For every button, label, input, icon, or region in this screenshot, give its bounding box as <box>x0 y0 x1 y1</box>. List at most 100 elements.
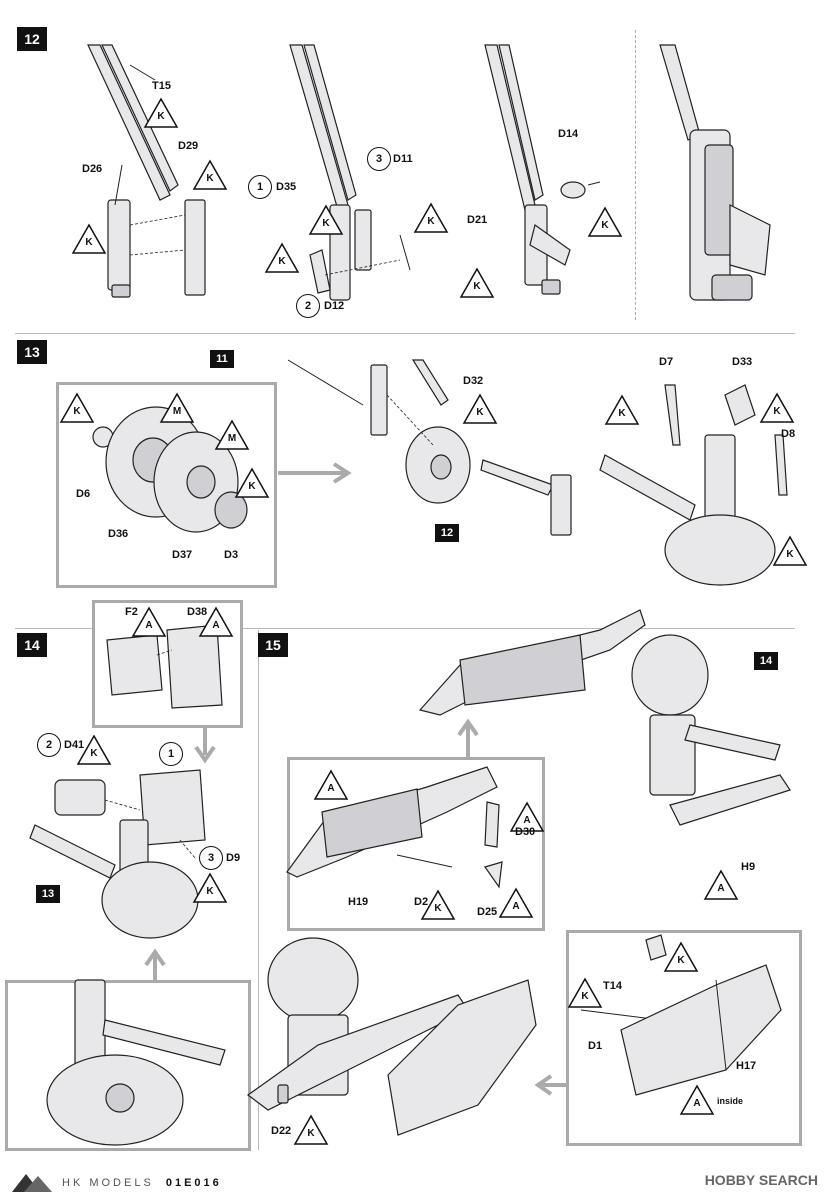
step-badge-14: 14 <box>17 633 47 657</box>
tri-a-icon: A <box>131 606 167 637</box>
tri-k-icon: K <box>413 202 449 233</box>
tri-a-icon: A <box>313 769 349 800</box>
tri-k-icon: K <box>71 223 107 254</box>
separator-vertical-14-15 <box>258 630 259 1150</box>
label-d29: D29 <box>178 140 199 152</box>
step14-assembly-illustration <box>29 769 206 939</box>
tri-k-icon: K <box>143 97 179 128</box>
tri-k-icon: K <box>759 392 795 423</box>
label-d37: D37 <box>172 549 193 561</box>
badge-11: 11 <box>210 350 234 368</box>
step15-cowl-illustration <box>580 934 782 1096</box>
step15-final-illustration <box>246 937 537 1136</box>
badge-13: 13 <box>36 885 60 903</box>
step13-assembled-illustration <box>599 384 788 586</box>
tri-k-icon: K <box>234 467 270 498</box>
separator-mid <box>15 628 795 629</box>
tri-k-icon: K <box>192 872 228 903</box>
label-d8: D8 <box>781 428 796 440</box>
tri-k-icon: K <box>76 734 112 765</box>
tri-k-icon: K <box>459 267 495 298</box>
tri-a-icon: A <box>703 869 739 900</box>
step15-gear-illustration <box>631 634 791 826</box>
tri-k-icon: K <box>308 204 344 235</box>
separator-vertical-12 <box>635 30 637 320</box>
label-h19: H19 <box>348 896 369 908</box>
step-badge-12: 12 <box>17 27 47 51</box>
tri-a-icon: A <box>509 801 545 832</box>
callout-circle-2: 2 <box>296 294 320 318</box>
tri-a-icon: A <box>679 1084 715 1115</box>
tri-k-icon: K <box>772 535 808 566</box>
step12-illustration-2 <box>289 44 411 301</box>
watermark: HOBBY SEARCH <box>704 1172 818 1188</box>
step15-frame-illustration-top <box>418 609 646 716</box>
tri-k-icon: K <box>604 394 640 425</box>
badge-14: 14 <box>754 652 778 670</box>
footer-brand: HK MODELS 01E016 <box>62 1177 222 1189</box>
step13-strut-illustration <box>287 359 572 536</box>
label-h17: H17 <box>736 1060 757 1072</box>
arrow-right-icon <box>278 462 352 484</box>
separator-top <box>15 333 795 334</box>
step14-bracket-illustration <box>106 624 223 709</box>
label-d33: D33 <box>732 356 753 368</box>
label-f2: F2 <box>125 606 138 618</box>
label-d38: D38 <box>187 606 208 618</box>
callout-circle-1: 1 <box>248 175 272 199</box>
step14-result-illustration <box>46 979 226 1146</box>
step12-illustration-4 <box>659 44 771 301</box>
step15-fuselage-illustration <box>286 766 503 889</box>
footer-brand-text: HK MODELS <box>62 1177 154 1189</box>
step13-wheel-illustration <box>92 406 248 533</box>
tri-k-icon: K <box>567 977 603 1008</box>
label-d1: D1 <box>588 1040 603 1052</box>
step-badge-15: 15 <box>258 633 288 657</box>
label-d21: D21 <box>467 214 488 226</box>
badge-12: 12 <box>435 524 459 542</box>
label-d26: D26 <box>82 163 103 175</box>
label-d11: D11 <box>393 153 413 165</box>
callout-circle-3: 3 <box>199 846 223 870</box>
tri-a-icon: A <box>198 606 234 637</box>
label-d7: D7 <box>659 356 674 368</box>
tri-k-icon: K <box>293 1114 329 1145</box>
tri-a-icon: A <box>498 887 534 918</box>
label-d25: D25 <box>477 906 498 918</box>
tri-k-icon: K <box>264 242 300 273</box>
label-d36: D36 <box>108 528 129 540</box>
label-t14: T14 <box>603 980 622 992</box>
tri-k-icon: K <box>587 206 623 237</box>
tri-k-icon: K <box>192 159 228 190</box>
hk-logo-icon <box>12 1174 52 1192</box>
label-d22: D22 <box>271 1125 292 1137</box>
tri-k-icon: K <box>420 889 456 920</box>
tri-k-icon: K <box>663 941 699 972</box>
label-d9: D9 <box>226 852 241 864</box>
label-d35: D35 <box>276 181 297 193</box>
arrow-down-icon <box>194 725 216 764</box>
tri-k-icon: K <box>59 392 95 423</box>
label-t15: T15 <box>152 80 171 92</box>
label-d2: D2 <box>414 896 429 908</box>
footer-code: 01E016 <box>165 1177 222 1189</box>
step-badge-13: 13 <box>17 340 47 364</box>
callout-circle-3: 3 <box>367 147 391 171</box>
tri-k-icon: K <box>462 393 498 424</box>
label-d14: D14 <box>558 128 579 140</box>
tri-m-icon: M <box>214 419 250 450</box>
tri-m-icon: M <box>159 392 195 423</box>
label-d30: D30 <box>515 826 536 838</box>
arrow-up-icon <box>457 718 479 758</box>
step12-illustration-1 <box>87 44 206 298</box>
label-d41: D41 <box>64 739 85 751</box>
label-d3: D3 <box>224 549 239 561</box>
label-d32: D32 <box>463 375 484 387</box>
step12-illustration-3 <box>484 44 601 295</box>
note-inside: inside <box>717 1096 744 1106</box>
callout-circle-1: 1 <box>159 742 183 766</box>
callout-circle-2: 2 <box>37 733 61 757</box>
label-d6: D6 <box>76 488 91 500</box>
label-d12: D12 <box>324 300 345 312</box>
label-h9: H9 <box>741 861 756 873</box>
